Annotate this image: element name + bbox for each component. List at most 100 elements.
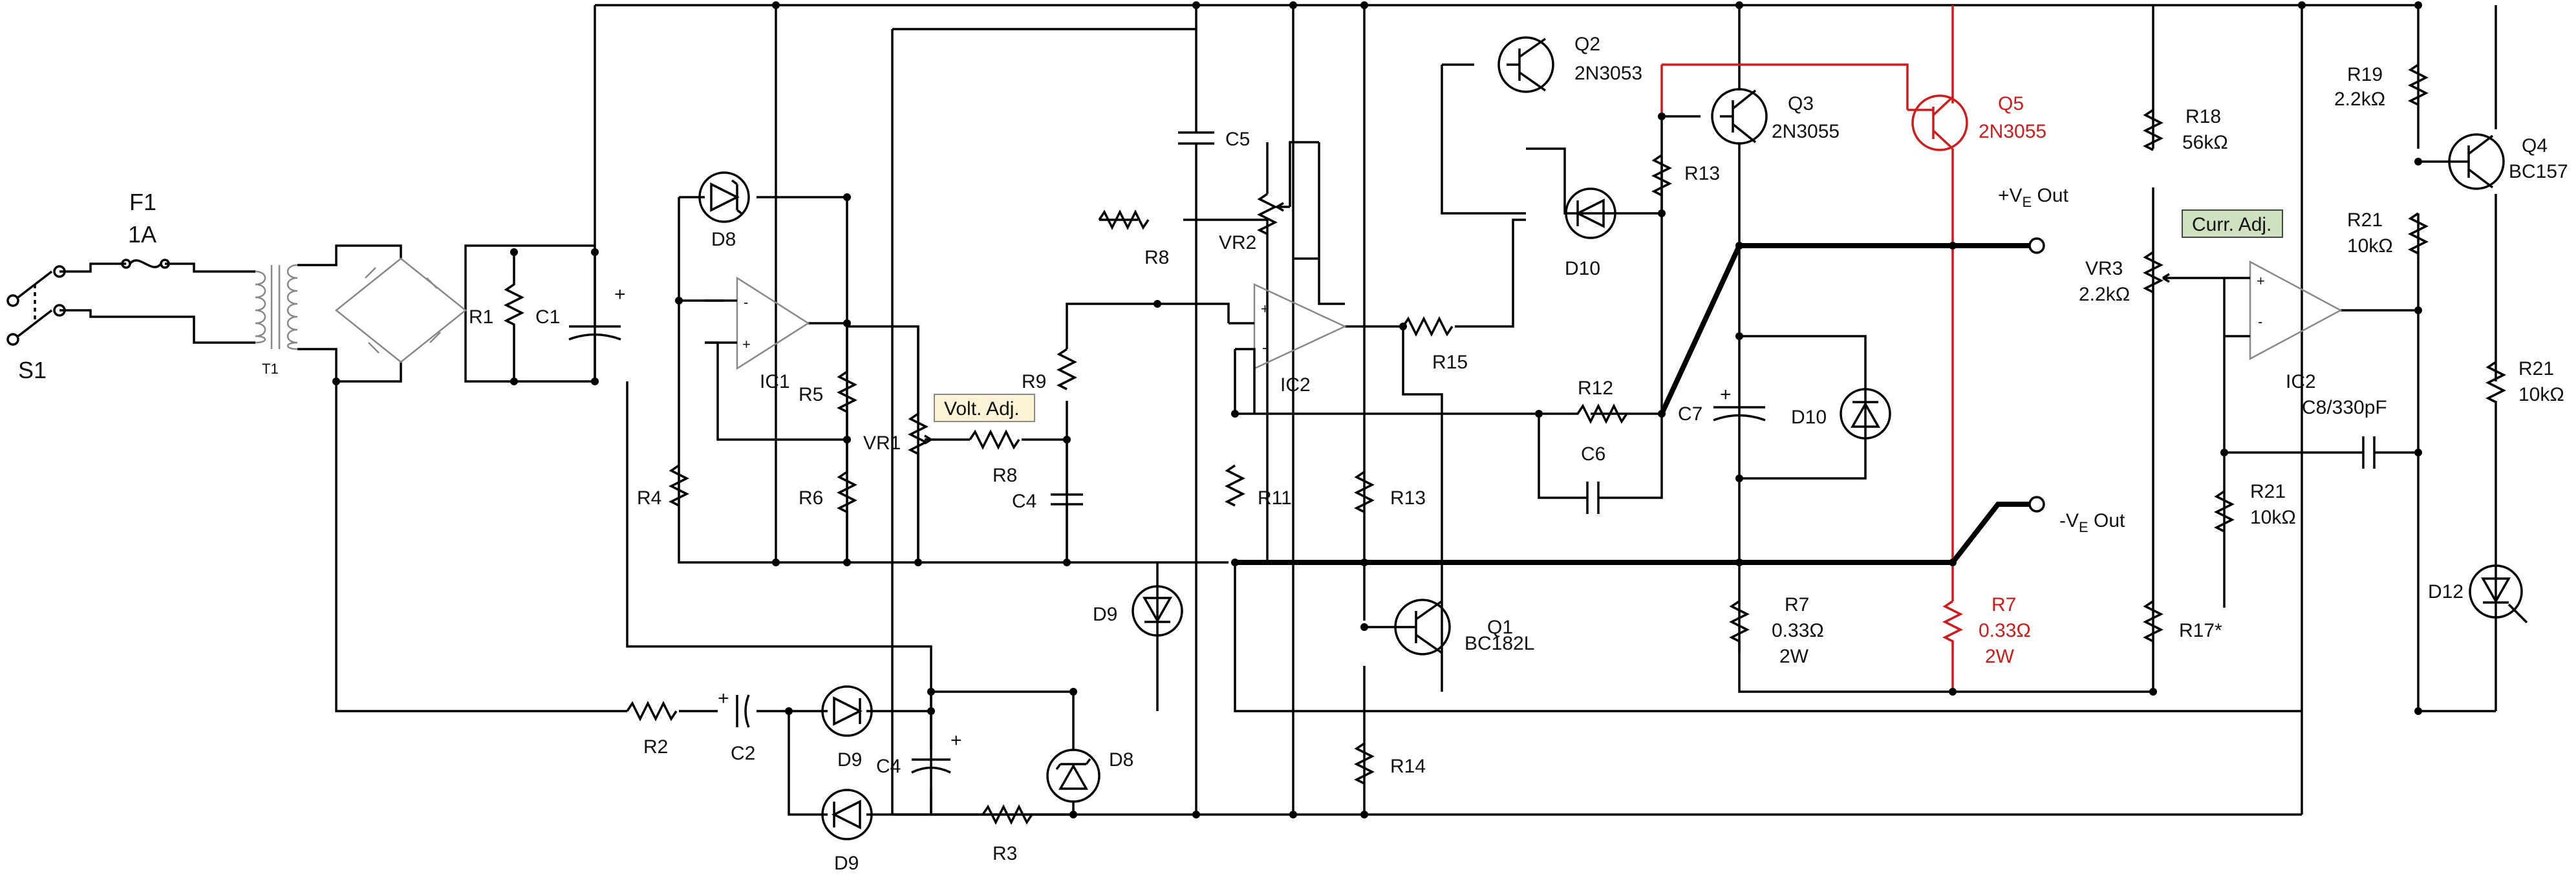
label-c1: C1 [535, 306, 560, 328]
capacitor-c4-mid [1051, 440, 1083, 562]
curr-adj-tag [2182, 209, 2283, 238]
resistor-r7 [1729, 600, 1750, 653]
resistor-r14 [1354, 742, 1375, 785]
resistor-r13-lower [1354, 471, 1375, 513]
label-ic2-left: IC2 [1280, 374, 1311, 396]
label-r13-upper: R13 [1684, 163, 1720, 184]
resistor-r8-lower [969, 429, 1020, 450]
capacitor-c2: + [718, 688, 750, 728]
resistor-r2 [626, 701, 678, 721]
output-buses [1235, 243, 2030, 565]
label-r21-mid-value: 10kΩ [2347, 235, 2393, 257]
potentiometer-vr1 [908, 326, 932, 562]
resistor-r21-right [2485, 361, 2506, 403]
transistor-q3 [1711, 88, 1768, 145]
label-q3: Q3 [1788, 93, 1814, 114]
label-q5: Q5 [1998, 93, 2024, 114]
label-volt-adj: Volt. Adj. [944, 398, 1020, 420]
capacitor-c7: + [1713, 384, 1766, 421]
label-r21-mid: R21 [2347, 209, 2383, 231]
capacitor-c4-low: + [911, 730, 962, 774]
label-d12: D12 [2428, 581, 2463, 602]
svg-text:+: + [718, 688, 729, 709]
transistor-q2 [1497, 36, 1554, 93]
label-d8-top: D8 [711, 229, 736, 250]
resistor-r19 [2408, 63, 2429, 106]
resistor-r7-red [1942, 600, 1963, 653]
svg-text:-: - [1262, 339, 1267, 356]
wires [59, 4, 2497, 816]
label-r17: R17* [2179, 620, 2222, 641]
potentiometer-vr3 [2143, 251, 2189, 293]
opamp-ic1: - + [705, 276, 810, 370]
svg-text:+: + [1261, 301, 1269, 317]
label-r15: R15 [1432, 352, 1468, 373]
label-r9: R9 [1022, 371, 1046, 392]
capacitor-c6 [1578, 482, 1610, 514]
label-r14: R14 [1390, 756, 1426, 777]
label-r7-red-value: 0.33Ω [1979, 620, 2031, 641]
label-d8-low: D8 [1109, 749, 1133, 771]
bridge-rectifier [334, 257, 467, 363]
label-q2: Q2 [1574, 34, 1600, 55]
diode-d10-upper [1565, 187, 1616, 239]
volt-adj-tag [934, 394, 1035, 422]
diode-d9-mid [1132, 585, 1183, 637]
switch-s1 [6, 265, 66, 346]
capacitor-c5 [1178, 123, 1214, 149]
resistor-r15 [1402, 316, 1454, 337]
svg-text:-: - [744, 294, 748, 310]
label-r2: R2 [643, 736, 668, 758]
capacitor-c8 [2354, 436, 2392, 469]
label-r3: R3 [993, 843, 1017, 864]
label-r7-red-power: 2W [1985, 646, 2015, 667]
label-c4-mid: C4 [1012, 491, 1036, 512]
label-d10-lower: D10 [1791, 407, 1827, 428]
opamp-ic2-left: + - [1229, 283, 1347, 414]
resistor-r21-left [2214, 490, 2235, 533]
resistor-r1 [504, 252, 524, 381]
svg-text:+: + [614, 284, 626, 305]
label-q4-part: BC157 [2509, 161, 2568, 182]
resistor-r21-mid [2408, 212, 2429, 255]
label-q3-part: 2N3055 [1772, 121, 1840, 142]
label-c2: C2 [731, 743, 755, 764]
junction-dots [332, 1, 2422, 818]
label-d9-mid: D9 [1093, 604, 1117, 625]
diode-d9-b [821, 789, 873, 840]
diode-d9-a [821, 685, 873, 737]
svg-text:-: - [2258, 314, 2262, 330]
svg-text:+: + [1720, 384, 1732, 405]
resistor-r4 [669, 464, 689, 507]
label-curr-adj: Curr. Adj. [2192, 214, 2271, 235]
label-q5-part: 2N3055 [1979, 121, 2046, 142]
resistor-r3 [982, 804, 1033, 825]
resistor-r13-upper [1651, 154, 1672, 197]
resistor-r12 [1539, 403, 1628, 424]
label-r8-lower: R8 [993, 465, 1017, 486]
resistor-r9 [1057, 348, 1077, 390]
label-r5: R5 [799, 384, 823, 405]
label-r21-left: R21 [2250, 481, 2286, 502]
label-r21-left-value: 10kΩ [2250, 507, 2296, 528]
resistor-r8-upper [1098, 209, 1150, 230]
label-f1-rating: 1A [128, 221, 156, 248]
label-q2-part: 2N3053 [1574, 63, 1642, 84]
label-r7-red: R7 [1991, 594, 2016, 615]
label-r8-upper: R8 [1144, 247, 1169, 268]
opamp-ic2-right: + - [2224, 260, 2343, 361]
zener-d8-low [1046, 749, 1100, 803]
resistor-r5 [837, 370, 857, 440]
zener-d8 [698, 171, 750, 223]
label-c4-low: C4 [876, 756, 901, 777]
label-c8: C8/330pF [2302, 397, 2387, 418]
label-r7-power: 2W [1779, 646, 1809, 667]
label-ic2-right: IC2 [2286, 371, 2316, 392]
label-r21-right: R21 [2518, 358, 2554, 379]
label-c7: C7 [1678, 403, 1702, 425]
label-q1-part: BC182L [1465, 633, 1534, 654]
label-d9-b: D9 [834, 853, 859, 874]
label-t1: T1 [262, 361, 279, 377]
resistor-r17 [2143, 600, 2163, 643]
